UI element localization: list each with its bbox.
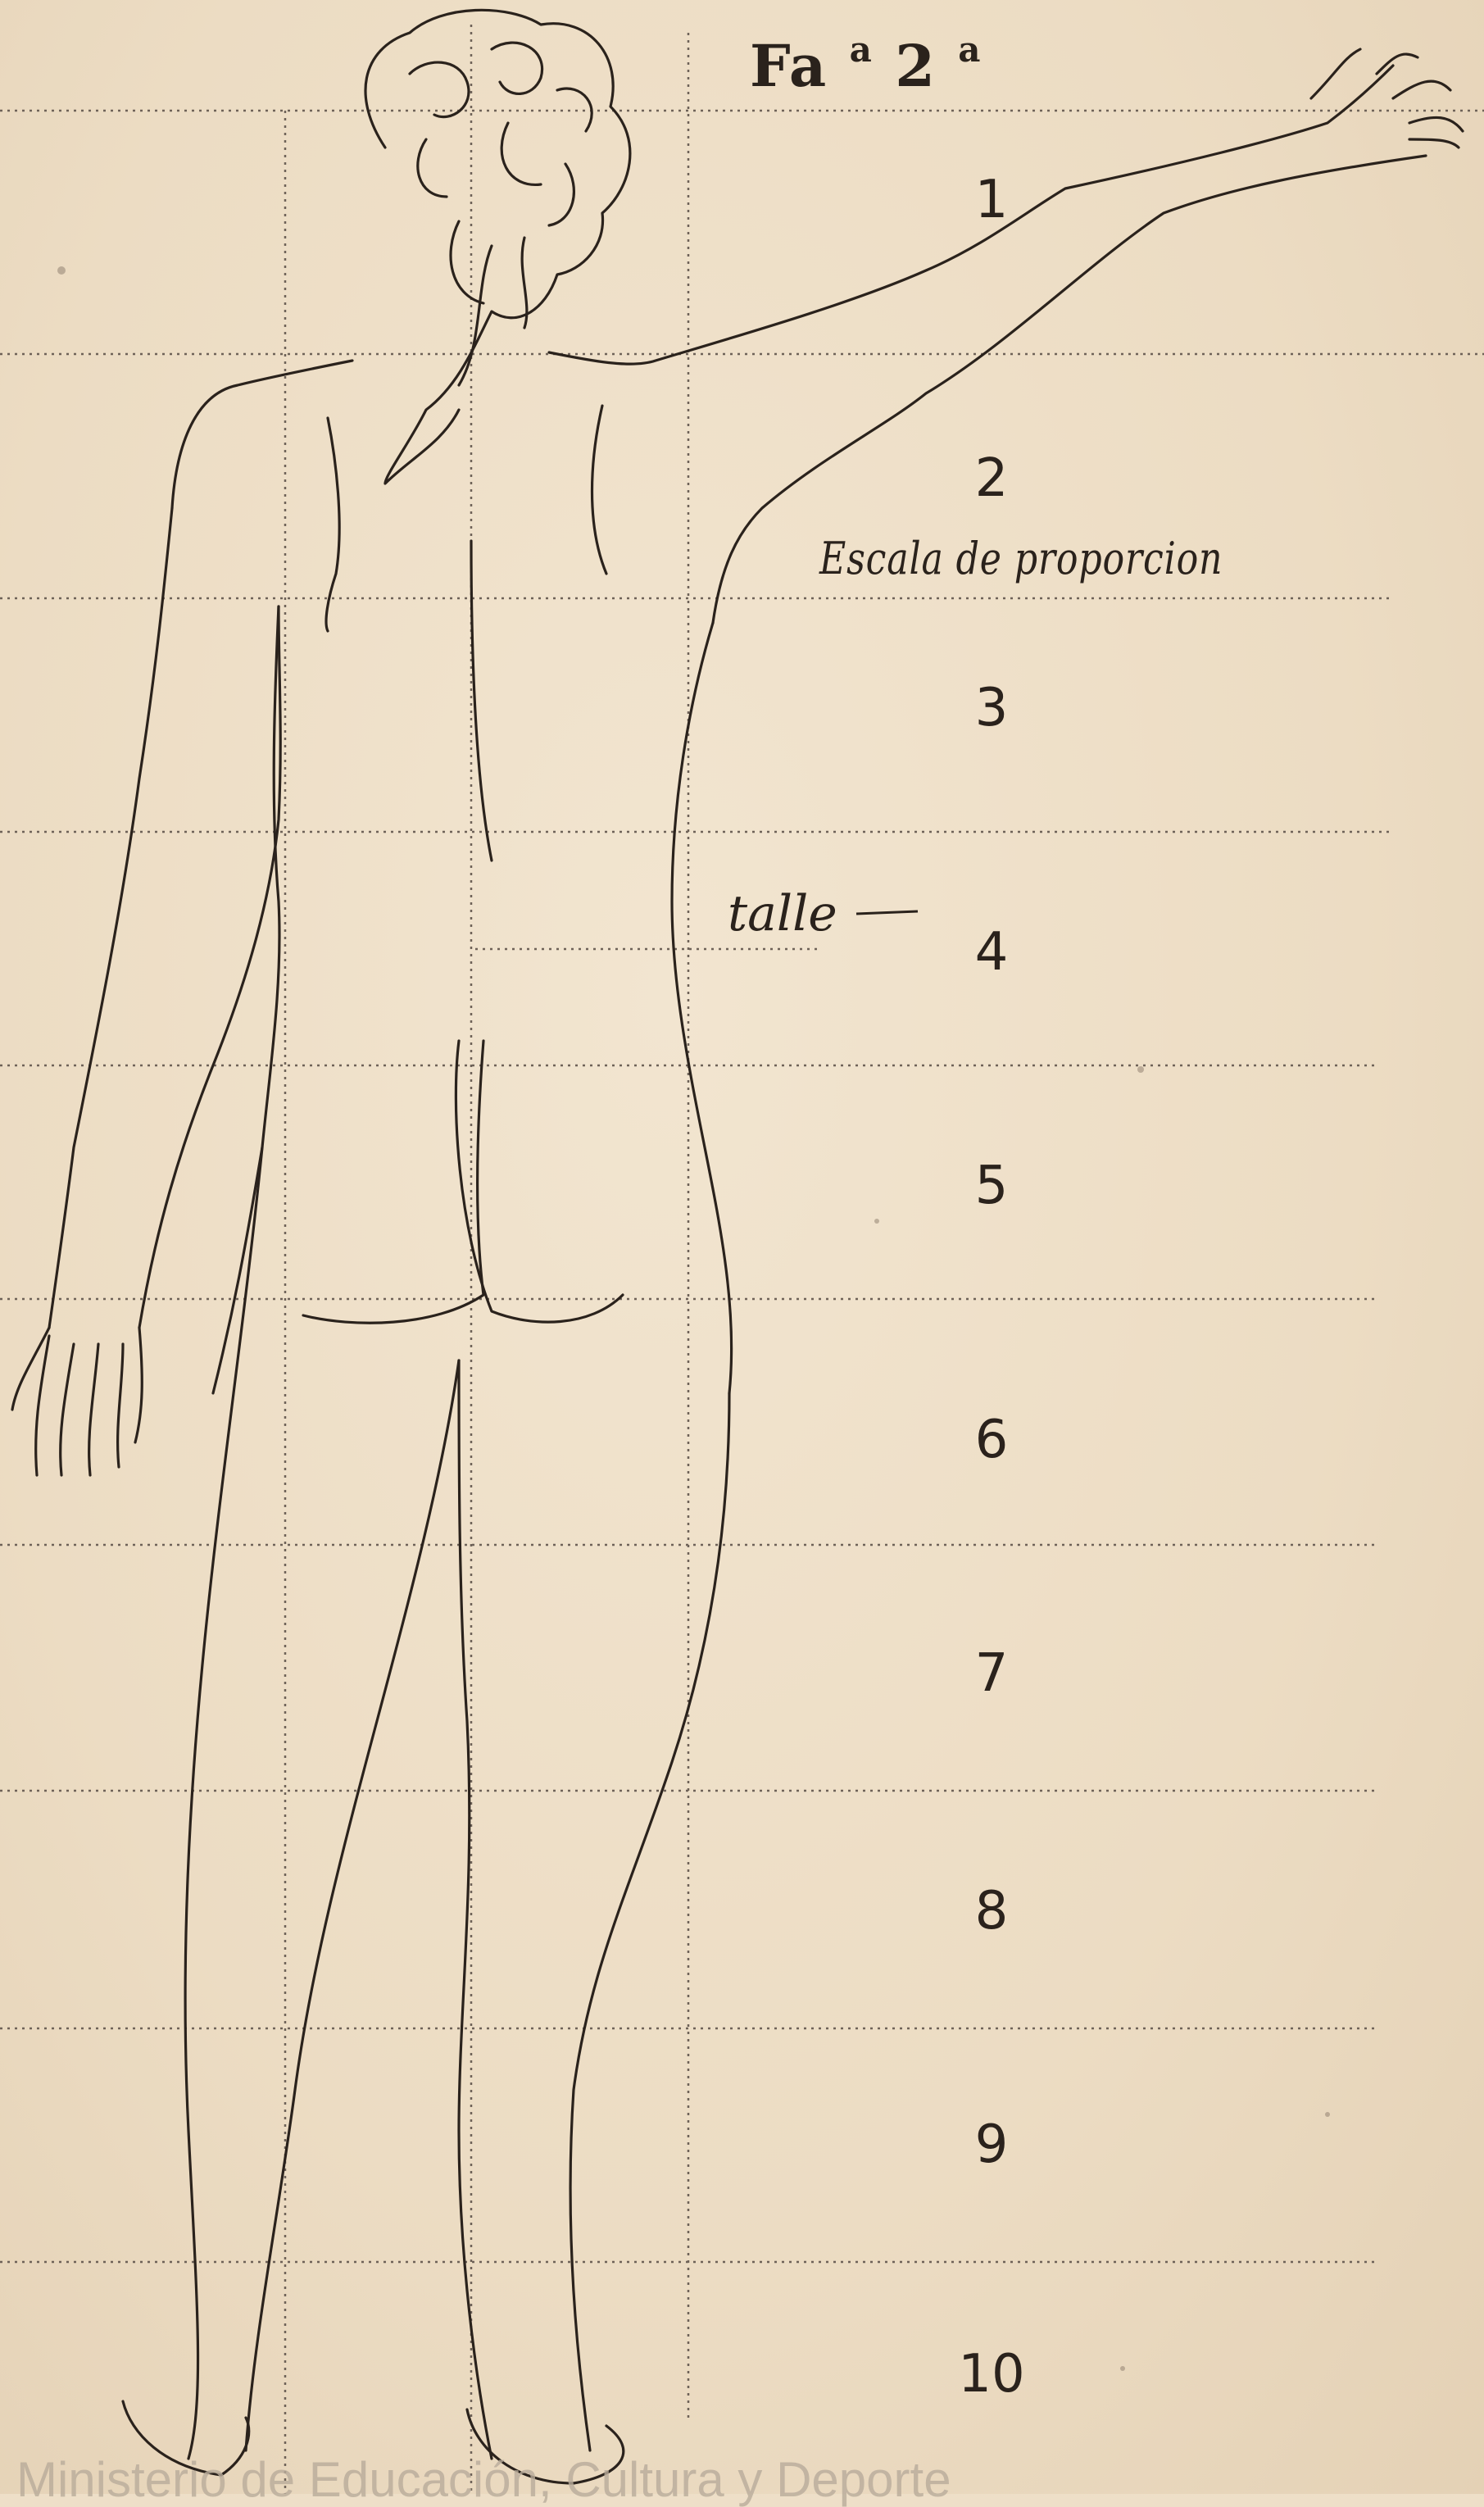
watermark: Ministerio de Educación, Cultura y Depor… <box>16 2455 951 2505</box>
scale-number-1: 1 <box>926 174 1057 226</box>
left-shoulder <box>172 361 352 508</box>
hair-outline <box>365 10 630 484</box>
figure-outline <box>12 10 1463 2483</box>
plate-title-sup: a <box>850 30 874 70</box>
spine <box>471 541 492 861</box>
vertical-grid <box>285 25 688 2494</box>
plate-title-main: Fa <box>750 32 828 100</box>
torso-right-side <box>672 623 732 1393</box>
right-leg-inner <box>459 1360 492 2459</box>
plate-title-number: 2 <box>895 32 937 100</box>
torso-left-side <box>213 606 279 1393</box>
speck <box>57 266 66 275</box>
left-leg-inner <box>246 1360 459 2450</box>
raised-hand <box>1311 49 1463 148</box>
waist-pointer <box>856 911 918 914</box>
speck <box>1325 2112 1330 2117</box>
speck <box>1137 1066 1144 1073</box>
scale-number-10: 10 <box>926 2348 1057 2400</box>
scale-label: Escala de proporcion <box>819 533 1223 584</box>
speck <box>1120 2366 1125 2371</box>
scale-number-5: 5 <box>926 1160 1057 1212</box>
plate-title: Fa a 2 a <box>750 33 983 95</box>
plate-title-number-sup: a <box>958 30 982 70</box>
left-hand <box>12 1328 142 1475</box>
waist-label: talle <box>728 889 837 938</box>
scale-number-6: 6 <box>926 1414 1057 1466</box>
scale-number-8: 8 <box>926 1885 1057 1937</box>
scale-number-9: 9 <box>926 2119 1057 2171</box>
left-arm-outer <box>49 508 172 1328</box>
proportion-grid <box>0 111 1484 2262</box>
right-leg-outer <box>570 1393 729 2450</box>
left-arm-inner <box>139 606 280 1328</box>
right-shoulder-blade <box>592 406 607 574</box>
scale-number-4: 4 <box>926 926 1057 979</box>
scale-number-7: 7 <box>926 1647 1057 1700</box>
hair-curls <box>410 43 592 385</box>
scale-number-2: 2 <box>926 452 1057 505</box>
speck <box>874 1219 879 1224</box>
scale-number-3: 3 <box>926 682 1057 734</box>
